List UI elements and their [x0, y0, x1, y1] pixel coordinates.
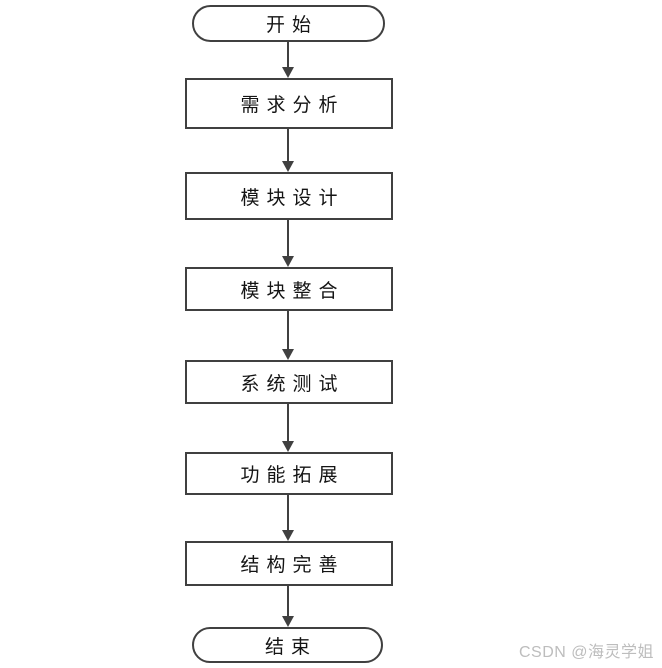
- flowchart-node-module-design: 模块设计: [185, 172, 393, 220]
- arrow-shaft: [287, 495, 289, 531]
- flow-arrow-2: [281, 129, 295, 172]
- arrow-shaft: [287, 404, 289, 442]
- flow-arrow-6: [281, 495, 295, 541]
- flowchart-node-requirements-analysis: 需求分析: [185, 78, 393, 129]
- flowchart-node-start: 开始: [192, 5, 385, 42]
- arrow-shaft: [287, 220, 289, 257]
- arrow-down-icon: [282, 349, 294, 360]
- arrow-down-icon: [282, 616, 294, 627]
- arrow-down-icon: [282, 530, 294, 541]
- flow-arrow-3: [281, 220, 295, 267]
- csdn-watermark: CSDN @海灵学姐: [518, 644, 654, 661]
- flow-arrow-4: [281, 311, 295, 360]
- flowchart-node-structure-improvement: 结构完善: [185, 541, 393, 586]
- flow-arrow-7: [281, 586, 295, 627]
- arrow-shaft: [287, 129, 289, 162]
- arrow-down-icon: [282, 161, 294, 172]
- flow-arrow-1: [281, 42, 295, 78]
- arrow-shaft: [287, 311, 289, 350]
- flowchart-node-module-integration: 模块整合: [185, 267, 393, 311]
- flowchart-node-system-testing: 系统测试: [185, 360, 393, 404]
- arrow-down-icon: [282, 256, 294, 267]
- flowchart-node-feature-expansion: 功能拓展: [185, 452, 393, 495]
- arrow-down-icon: [282, 441, 294, 452]
- arrow-shaft: [287, 586, 289, 617]
- arrow-down-icon: [282, 67, 294, 78]
- flow-arrow-5: [281, 404, 295, 452]
- arrow-shaft: [287, 42, 289, 68]
- flowchart-node-end: 结束: [192, 627, 383, 663]
